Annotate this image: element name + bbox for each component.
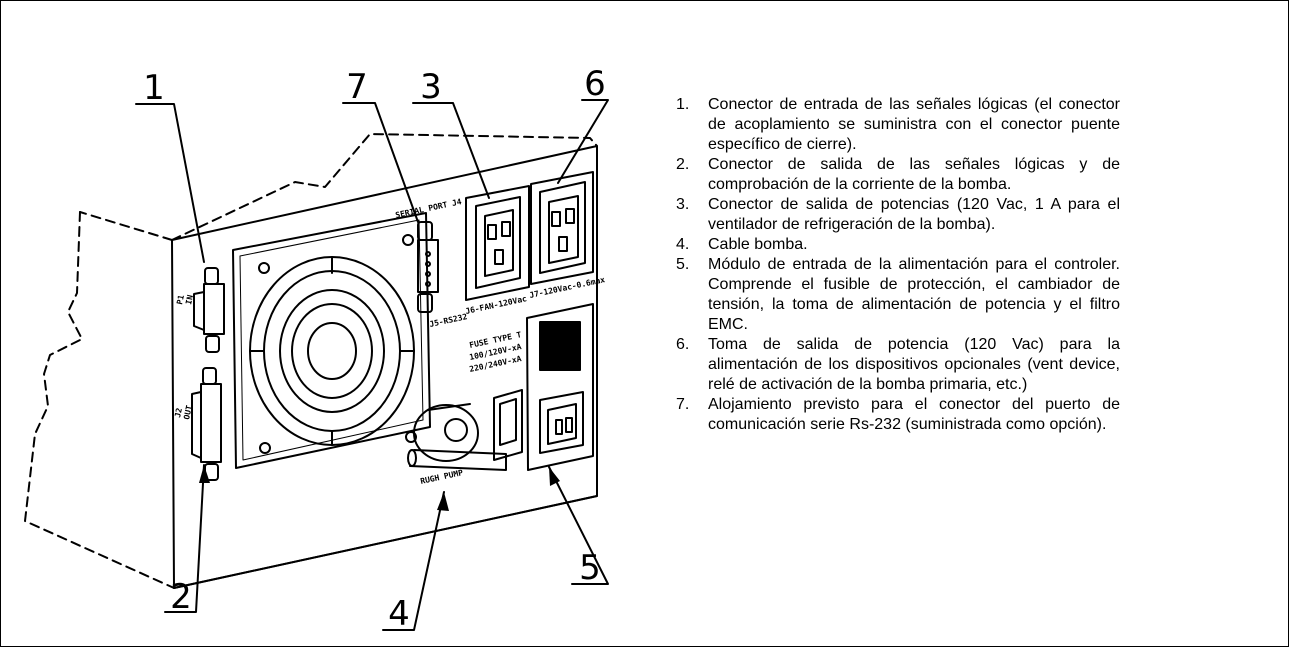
power-switch (493, 389, 523, 461)
legend-item-7: 7. Alojamiento previsto para el conector … (676, 395, 1120, 435)
j2-out-connector (191, 367, 222, 481)
legend-text: Cable bomba. (708, 236, 808, 253)
p1-label: P1 (175, 294, 186, 305)
serial-port-label: SERIAL PORT J4 (395, 197, 463, 220)
callout-2: 2 (170, 577, 192, 617)
legend-item-3: 3. Conector de salida de potencias (120 V… (676, 195, 1120, 235)
legend-list: 1. Conector de entrada de las señales lóg… (676, 95, 1120, 435)
j2-out-label: OUT (182, 404, 194, 420)
p1-in-label: IN (184, 294, 195, 305)
rear-panel (171, 145, 598, 589)
rs232-port (417, 221, 439, 313)
legend-text: Conector de salida de las señales lógica… (708, 156, 1120, 193)
callout-3: 3 (420, 67, 442, 107)
callout-4: 4 (388, 594, 410, 634)
cabinet-outline (24, 133, 598, 589)
callout-1: 1 (143, 68, 165, 108)
legend-number: 3. (676, 196, 690, 213)
callout-leaders (135, 99, 609, 631)
pump-cable (407, 403, 507, 471)
legend-item-1: 1. Conector de entrada de las señales lóg… (676, 95, 1120, 155)
rs232-label: J5-RS232 (429, 312, 469, 329)
legend-text: Alojamiento previsto para el conector de… (708, 396, 1120, 433)
legend-item-5: 5. Módulo de entrada de la alimentación p… (676, 255, 1120, 335)
legend-text: Conector de entrada de las señales lógic… (708, 96, 1120, 153)
legend-number: 1. (676, 96, 690, 113)
fan-assembly (232, 212, 431, 469)
legend-text: Conector de salida de potencias (120 Vac… (708, 196, 1120, 233)
legend-number: 2. (676, 156, 690, 173)
legend-item-2: 2. Conector de salida de las señales lógi… (676, 155, 1120, 195)
power-entry-module (526, 303, 594, 471)
j7-label: J7-120Vac-0.6max (529, 275, 606, 300)
p1-in-connector (193, 267, 225, 353)
legend-number: 7. (676, 396, 690, 413)
j7-outlet-socket (530, 171, 594, 285)
callout-7: 7 (346, 67, 368, 107)
legend-text: Módulo de entrada de la alimentación par… (708, 256, 1120, 333)
legend-number: 5. (676, 256, 690, 273)
j6-fan-socket (465, 185, 530, 301)
legend-item-4: 4. Cable bomba. (676, 235, 1120, 255)
legend-item-6: 6. Toma de salida de potencia (120 Vac) p… (676, 335, 1120, 395)
j2-label: J2 (173, 407, 184, 418)
legend-number: 4. (676, 236, 690, 253)
legend-number: 6. (676, 336, 690, 353)
pump-label: RUGH PUMP (420, 468, 464, 486)
callout-arrowheads (199, 465, 560, 511)
callout-6: 6 (584, 64, 606, 104)
legend-text: Toma de salida de potencia (120 Vac) par… (708, 336, 1120, 393)
callout-5: 5 (579, 548, 601, 588)
